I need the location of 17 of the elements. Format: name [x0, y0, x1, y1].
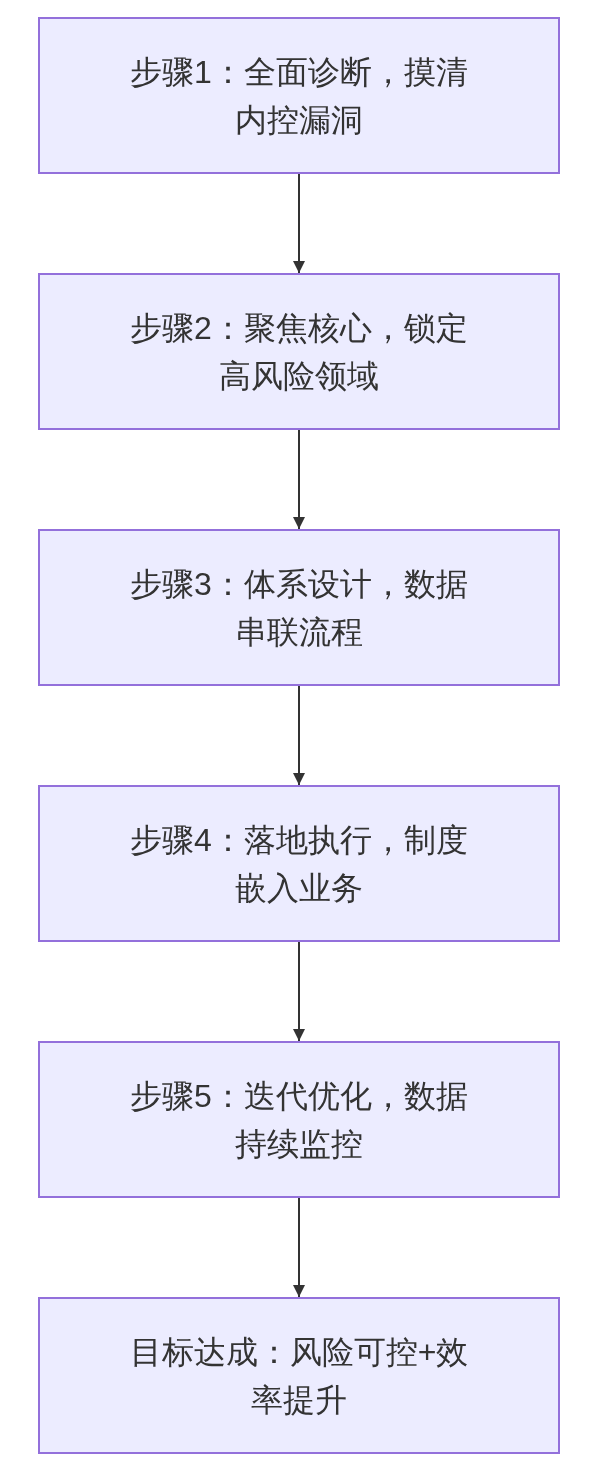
process-box	[38, 17, 560, 174]
arrow	[293, 941, 305, 1042]
arrow	[293, 685, 305, 786]
step-text: 步骤5：迭代优化，数据持续监控	[129, 1076, 469, 1164]
process-box	[38, 529, 560, 686]
process-box	[38, 785, 560, 942]
process-box	[38, 1041, 560, 1198]
step-text: 目标达成：风险可控+效率提升	[128, 1332, 470, 1420]
arrow	[293, 1197, 305, 1298]
arrow	[293, 429, 305, 530]
process-box	[38, 1297, 560, 1454]
step-text: 步骤1：全面诊断，摸清内控漏洞	[129, 52, 469, 140]
process-box	[38, 273, 560, 430]
step-text: 步骤4：落地执行，制度嵌入业务	[129, 820, 469, 908]
arrow	[293, 173, 305, 274]
step-text: 步骤2：聚焦核心，锁定高风险领域	[129, 308, 469, 396]
step-text: 步骤3：体系设计，数据串联流程	[129, 564, 469, 652]
